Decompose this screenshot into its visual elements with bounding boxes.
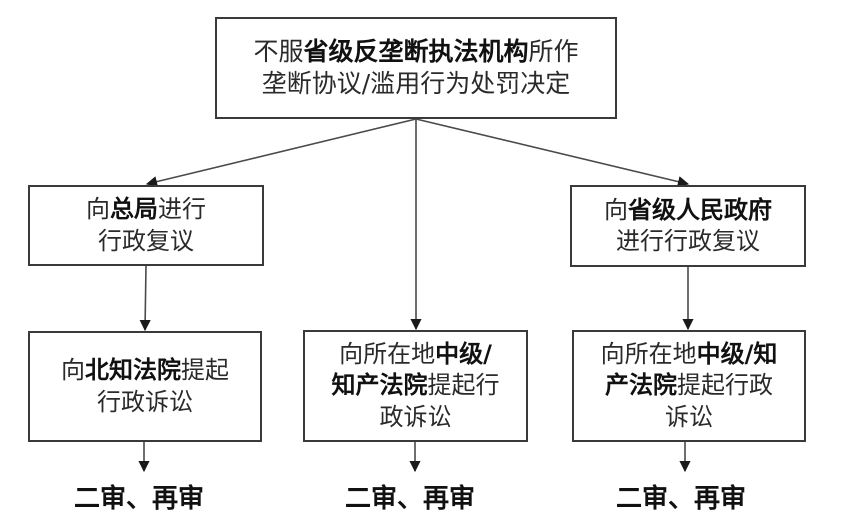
arrow-top-to-right-mid [415, 118, 690, 188]
node-provincial-decision: 不服省级反垄断执法机构所作垄断协议/滥用行为处罚决定 [215, 17, 617, 119]
node-text: 垄断协议/滥用行为处罚决定 [261, 69, 571, 98]
emphasized-text: 产法院 [605, 371, 677, 400]
emphasized-text: 省级人民政府 [628, 195, 772, 224]
node-text: 进行 [158, 195, 206, 224]
emphasized-text: 中级/ [435, 340, 492, 369]
node-text: 向所在地 [600, 340, 697, 369]
node-text-line: 行政诉讼 [97, 387, 193, 418]
emphasized-text: 北知法院 [85, 356, 181, 385]
node-text: 政诉讼 [379, 402, 452, 431]
arrow-left-mid-to-left-bot [139, 265, 151, 332]
emphasized-text: 总局 [110, 195, 158, 224]
arrow-top-to-left-mid [145, 118, 417, 188]
node-local-court-litigation-direct: 向所在地中级/知产法院提起行政诉讼 [303, 330, 528, 442]
emphasized-text: 中级/知 [696, 340, 778, 369]
node-text: 向 [604, 195, 628, 224]
node-text-line: 不服省级反垄断执法机构所作 [253, 36, 578, 69]
node-samr-reconsideration: 向总局进行行政复议 [28, 185, 264, 266]
node-text: 提起行 [427, 371, 500, 400]
node-text-line: 知产法院提起行 [332, 370, 500, 401]
outcome-appeal-retrial-mid: 二审、再审 [345, 484, 476, 514]
node-text: 向 [61, 356, 85, 385]
node-text: 诉讼 [665, 402, 713, 431]
outcome-appeal-retrial-right: 二审、再审 [616, 484, 747, 514]
node-text: 进行行政复议 [616, 227, 760, 255]
node-local-court-litigation-after-review: 向所在地中级/知产法院提起行政诉讼 [572, 330, 806, 442]
node-text-line: 向所在地中级/知 [601, 339, 778, 370]
node-text-line: 诉讼 [665, 402, 713, 433]
node-text: 所作 [528, 36, 579, 66]
node-beijing-ip-court-litigation: 向北知法院提起行政诉讼 [28, 331, 262, 442]
node-provincial-government-reconsideration: 向省级人民政府进行行政复议 [570, 185, 806, 267]
node-text: 提起 [181, 356, 229, 385]
node-text: 向 [86, 195, 110, 224]
node-text-line: 产法院提起行政 [605, 370, 773, 401]
node-text: 不服 [253, 36, 304, 66]
node-text-line: 向省级人民政府 [604, 195, 772, 226]
node-text-line: 行政复议 [98, 226, 194, 257]
node-text-line: 垄断协议/滥用行为处罚决定 [262, 68, 570, 101]
node-text-line: 向总局进行 [86, 194, 206, 225]
outcome-appeal-retrial-left: 二审、再审 [74, 484, 205, 514]
node-text-line: 政诉讼 [380, 402, 452, 433]
emphasized-text: 省级反垄断执法机构 [303, 36, 529, 66]
node-text-line: 向所在地中级/ [339, 339, 492, 370]
node-text: 提起行政 [677, 371, 773, 400]
node-text: 行政复议 [98, 226, 194, 255]
node-text-line: 进行行政复议 [616, 226, 760, 257]
emphasized-text: 知产法院 [331, 371, 428, 400]
node-text: 行政诉讼 [97, 387, 193, 416]
node-text: 向所在地 [339, 340, 436, 369]
node-text-line: 向北知法院提起 [61, 355, 229, 386]
